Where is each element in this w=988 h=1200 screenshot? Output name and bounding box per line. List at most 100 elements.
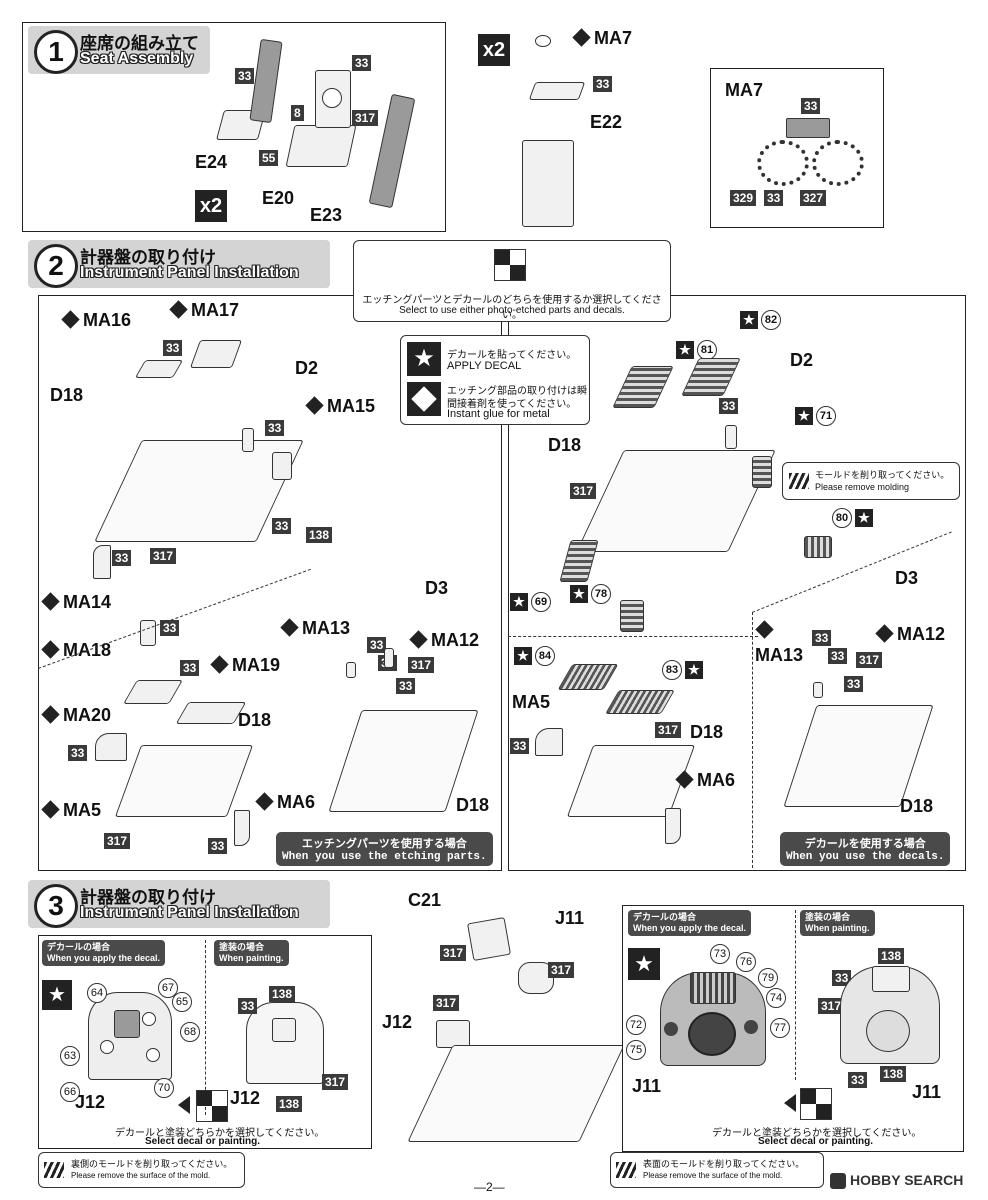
badge-33-l11: 33 — [208, 838, 228, 854]
ma20-part — [95, 733, 127, 761]
j12-dial-a — [142, 1012, 156, 1026]
etch-icon-ma6 — [255, 792, 274, 811]
badge-33-l10: 33 — [68, 745, 88, 761]
decal-74: 74 — [766, 988, 786, 1008]
label-j11-paint: J11 — [912, 1082, 942, 1102]
ma7-strap — [786, 118, 830, 138]
label-ma6-right: MA6 — [675, 770, 735, 791]
badge-33-l6: 33 — [367, 637, 387, 653]
paint-317-j12: 317 — [322, 1074, 349, 1090]
mold-remove-icon — [789, 473, 809, 489]
paint-329: 329 — [730, 190, 757, 206]
decal-70: 70 — [154, 1078, 174, 1098]
step3-right-divider — [795, 910, 796, 1080]
seat-harness-ring — [322, 88, 342, 108]
label-d3-right: D3 — [895, 568, 919, 588]
decal-75: 75 — [626, 1040, 646, 1060]
paint-138-j12b: 138 — [276, 1096, 303, 1112]
mold-left-en: Please remove the surface of the mold. — [71, 1171, 211, 1180]
paint-327: 327 — [800, 190, 827, 206]
ma7-lens-right — [812, 140, 864, 186]
mold-left-jp: 裏側のモールドを削り取ってください。 — [71, 1159, 233, 1169]
step3-left-divider — [205, 940, 206, 1115]
j12-dial-c — [146, 1048, 160, 1062]
label-ma5-right: MA5 — [512, 692, 551, 712]
decal-67: 67 — [158, 978, 178, 998]
label-ma17: MA17 — [169, 300, 239, 321]
step2-title-jp: 計器盤の取り付け — [80, 248, 216, 267]
label-ma20: MA20 — [41, 705, 111, 726]
label-d2-right: D2 — [790, 350, 814, 370]
badge-33-r3: 33 — [828, 648, 848, 664]
etch-icon-ma16 — [61, 310, 80, 329]
watermark-logo-icon — [830, 1173, 846, 1190]
label-ma13-right — [755, 620, 777, 641]
quantity-x2-seat: x2 — [195, 190, 227, 222]
seat-e20-part — [285, 125, 357, 167]
badge-33-r1: 33 — [719, 398, 739, 414]
d2-part-left — [242, 428, 254, 452]
j11-dial-b — [744, 1020, 758, 1034]
ma14-part — [93, 545, 111, 579]
legend-glue-jp1: エッチング部品の取り付けは瞬 — [447, 386, 587, 397]
label-d18-right-c: D18 — [900, 796, 934, 816]
right-caption: デカールを使用する場合 When you use the decals. — [780, 832, 951, 866]
right-caption-jp: デカールを使用する場合 — [804, 838, 926, 850]
step3-number: 3 — [34, 884, 78, 928]
step3-select-en-left: Select decal or painting. — [145, 1136, 261, 1147]
step1-header: 1 座席の組み立て Seat Assembly — [28, 26, 210, 74]
badge-317-l1: 317 — [150, 548, 177, 564]
j12-dial-b — [100, 1040, 114, 1054]
ma13-part — [346, 662, 356, 678]
etch-icon-ma13-r — [755, 620, 774, 639]
badge-317-l3: 317 — [104, 833, 131, 849]
paint-138-j12a: 138 — [269, 986, 296, 1002]
etch-diamond-icon — [572, 28, 591, 47]
label-j12-paint: J12 — [230, 1088, 261, 1108]
label-d18-left: D18 — [50, 385, 84, 405]
etch-icon-ma17 — [169, 300, 188, 319]
step3-select-jp-left: デカールと塗装どちらかを選択してください。 — [115, 1128, 325, 1139]
decal-star-big-left: ★ — [42, 980, 72, 1010]
decal-star-84: ★ — [514, 647, 532, 665]
badge-33-r5: 33 — [510, 738, 530, 754]
mold-note-left: 裏側のモールドを削り取ってください。 Please remove the sur… — [38, 1152, 245, 1188]
badge-33-r2: 33 — [812, 630, 832, 646]
e22-part — [528, 82, 586, 100]
label-ma19: MA19 — [210, 655, 280, 676]
badge-33-l3: 33 — [272, 518, 292, 534]
paint-33-ma7b: 33 — [764, 190, 784, 206]
decal-80-label: 80★ — [832, 508, 876, 528]
badge-317-r1: 317 — [570, 483, 597, 499]
paint-33-j11b: 33 — [848, 1072, 868, 1088]
paint-317-c21: 317 — [440, 945, 467, 961]
arrow-left-icon-right — [784, 1094, 796, 1112]
decal-star-82: ★ — [740, 311, 758, 329]
paint-33-e22: 33 — [593, 76, 613, 92]
label-d3-left: D3 — [425, 578, 449, 598]
decal-73: 73 — [710, 944, 730, 964]
paint-33-b: 33 — [352, 55, 372, 71]
ma18-part — [140, 620, 156, 646]
decal-68: 68 — [180, 1022, 200, 1042]
etch-icon-ma12-r — [875, 624, 894, 643]
paint-8: 8 — [291, 105, 304, 121]
j11-paint-dial — [866, 1010, 910, 1052]
label-d18-right: D18 — [548, 435, 582, 455]
mold-note-right-bottom: 表面のモールドを削り取ってください。 Please remove the sur… — [610, 1152, 824, 1188]
decal-71-sheet — [752, 456, 772, 488]
label-ma16: MA16 — [61, 310, 131, 331]
mold-remove-icon-right — [616, 1162, 636, 1178]
step3-title-jp: 計器盤の取り付け — [80, 888, 216, 907]
c21-part — [466, 916, 512, 962]
step3-header: 3 計器盤の取り付け Instrument Panel Installation — [28, 880, 330, 928]
label-j11-decal: J11 — [632, 1076, 662, 1096]
decal-star-big-right: ★ — [628, 948, 660, 980]
d3-part — [384, 648, 394, 668]
ma15-part — [272, 452, 292, 480]
label-e23: E23 — [310, 205, 343, 225]
ma13-part-r — [813, 682, 823, 698]
paint-33-j12: 33 — [238, 998, 258, 1014]
label-j11-center: J11 — [555, 908, 585, 928]
